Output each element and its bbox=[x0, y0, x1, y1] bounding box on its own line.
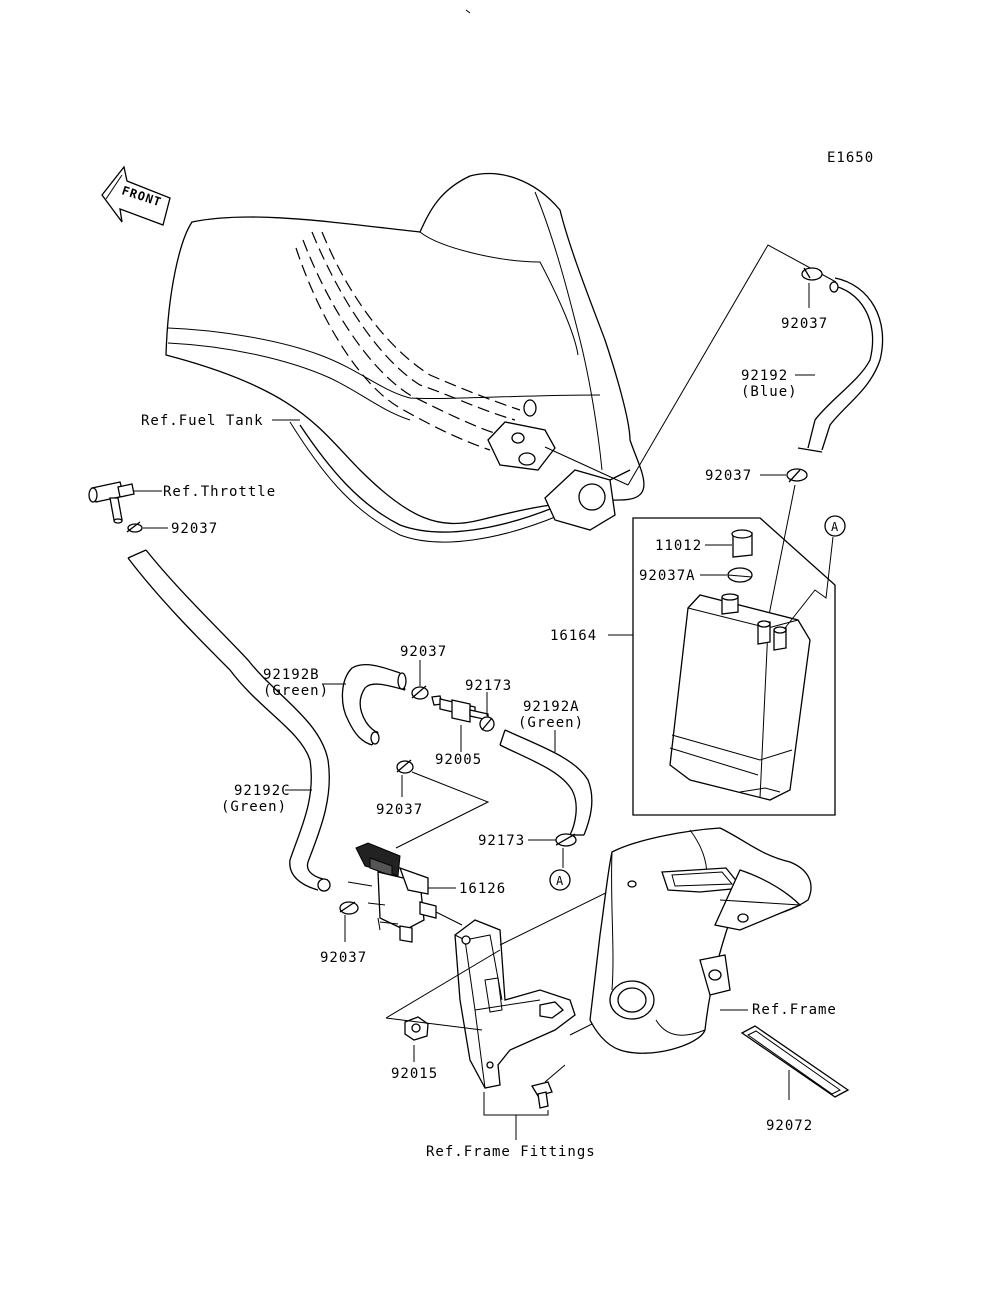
hose-92192A-green bbox=[499, 729, 593, 836]
hose-c-number: 92192C bbox=[234, 783, 291, 799]
marker-a-top-leader bbox=[784, 536, 834, 629]
marker-a-top: A bbox=[831, 520, 839, 534]
hose-b-color: (Green) bbox=[263, 683, 329, 699]
clamp-92173-a bbox=[555, 833, 577, 847]
clamp-92037-b-top bbox=[411, 685, 429, 700]
clamp-valve-label: 92173 bbox=[465, 678, 512, 694]
cap-11012 bbox=[731, 529, 753, 558]
ref-frame-label: Ref.Frame bbox=[752, 1002, 837, 1018]
bolt bbox=[530, 1081, 553, 1109]
fastener-line-2 bbox=[367, 902, 386, 906]
throttle-tee-fitting bbox=[88, 481, 135, 524]
front-arrow-icon: FRONT bbox=[101, 165, 171, 226]
corner-mark bbox=[465, 9, 471, 14]
clamp-canister-label: 92037 bbox=[705, 468, 752, 484]
hose-a-number: 92192A bbox=[523, 699, 580, 715]
clamp-cap-label: 92037A bbox=[639, 568, 696, 584]
joint-label: 92005 bbox=[435, 752, 482, 768]
hose-blue-color: (Blue) bbox=[741, 384, 798, 400]
marker-a-bottom-icon bbox=[549, 869, 571, 891]
cap-label: 11012 bbox=[655, 538, 702, 554]
nut-line-1 bbox=[385, 949, 501, 1019]
clamp-throttle-label: 92037 bbox=[171, 521, 218, 537]
clamp-to-canister-line bbox=[767, 484, 796, 621]
nut-line-2 bbox=[385, 1017, 483, 1031]
frame-outline bbox=[589, 827, 812, 1054]
clamp-92037-canister bbox=[786, 468, 808, 483]
marker-a-bottom: A bbox=[556, 874, 564, 888]
marker-a-top-icon bbox=[824, 515, 846, 537]
valve-label: 16126 bbox=[459, 881, 506, 897]
hose-92192C-green bbox=[127, 549, 331, 892]
ref-frame-fittings-label: Ref.Frame Fittings bbox=[426, 1144, 596, 1160]
clamp-92037-c bbox=[339, 901, 359, 915]
hose-b-number: 92192B bbox=[263, 667, 320, 683]
fastener-line-3 bbox=[379, 921, 399, 925]
fuel-tank-outline bbox=[165, 172, 645, 543]
clamp-92037-throttle bbox=[126, 521, 143, 533]
bracket bbox=[454, 919, 576, 1089]
valve-16126 bbox=[355, 842, 437, 943]
ref-throttle-label: Ref.Throttle bbox=[163, 484, 276, 500]
pad-label: 92072 bbox=[766, 1118, 813, 1134]
hose-92192B-green bbox=[341, 664, 407, 746]
clamp-top-label: 92037 bbox=[781, 316, 828, 332]
clamp-a-label: 92173 bbox=[478, 833, 525, 849]
hose-blue-number: 92192 bbox=[741, 368, 788, 384]
hose-92192-blue bbox=[797, 277, 884, 453]
canister-label: 16164 bbox=[550, 628, 597, 644]
clamp-92037-b-bottom bbox=[396, 759, 414, 774]
pad-92072 bbox=[740, 1025, 850, 1098]
nut-label: 92015 bbox=[391, 1066, 438, 1082]
hose-c-color: (Green) bbox=[221, 799, 287, 815]
fastener-line-1 bbox=[347, 881, 373, 887]
canister-16164-body bbox=[669, 593, 811, 801]
diagram-code: E1650 bbox=[827, 150, 874, 166]
hose-b-to-valve-line bbox=[395, 771, 490, 849]
clamp-b-bottom-label: 92037 bbox=[376, 802, 423, 818]
clamp-c-label: 92037 bbox=[320, 950, 367, 966]
ref-fuel-tank-label: Ref.Fuel Tank bbox=[141, 413, 264, 429]
hose-a-color: (Green) bbox=[518, 715, 584, 731]
fastener-line-4 bbox=[435, 911, 463, 926]
clamp-92173-valve bbox=[479, 716, 495, 732]
tank-outlet-line bbox=[544, 446, 629, 486]
joint-92005 bbox=[431, 695, 489, 723]
bolt-line bbox=[544, 1064, 566, 1083]
clamp-92037A bbox=[727, 567, 753, 583]
clamp-b-top-label: 92037 bbox=[400, 644, 447, 660]
clamp-92037-top bbox=[801, 267, 823, 281]
